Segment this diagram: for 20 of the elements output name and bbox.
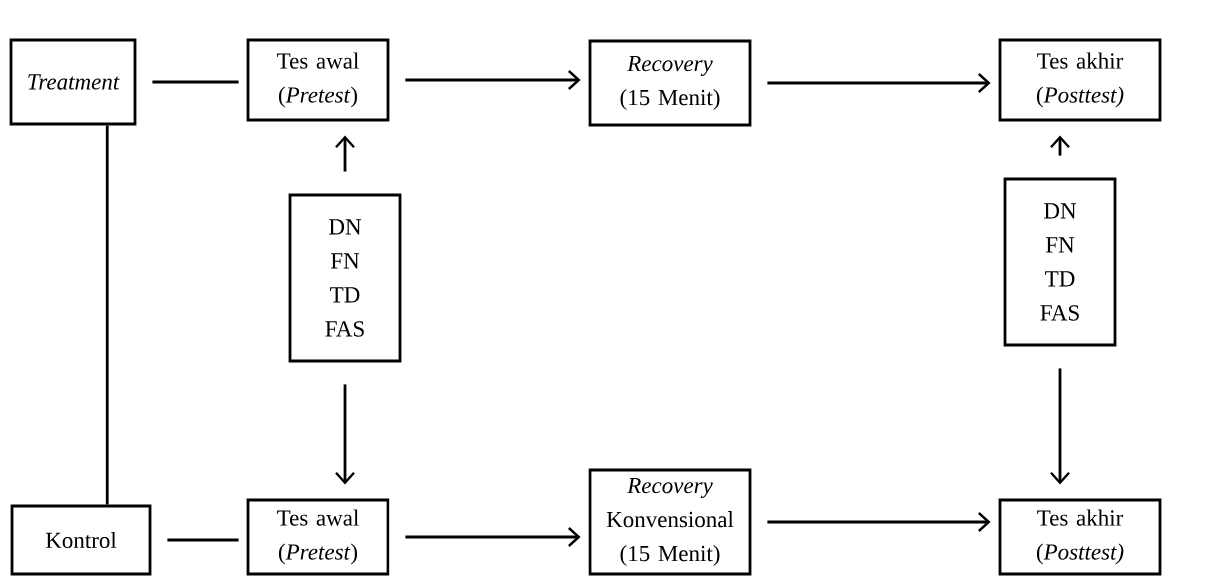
process-box: Treatment (9, 38, 137, 126)
arrow (335, 384, 355, 485)
arrow (405, 527, 581, 547)
process-box: Tes awal (Pretest) (246, 498, 390, 576)
process-box: Tes awal (Pretest) (246, 38, 390, 122)
process-box: DN FN TD FAS (1003, 177, 1117, 347)
process-box: DN FN TD FAS (288, 193, 402, 363)
arrow (1050, 368, 1070, 485)
arrow (767, 512, 991, 532)
arrow (405, 70, 581, 90)
arrow (335, 135, 355, 172)
process-box: Recovery (15 Menit) (588, 39, 752, 127)
arrow (767, 73, 991, 93)
connector-line (167, 538, 239, 542)
process-box: Kontrol (10, 504, 152, 576)
connector-line (152, 80, 239, 84)
connector-line (105, 125, 109, 505)
process-box: Tes akhir (Posttest) (998, 38, 1162, 122)
process-box: Recovery Konvensional (15 Menit) (588, 468, 752, 576)
process-box: Tes akhir (Posttest) (998, 498, 1162, 576)
